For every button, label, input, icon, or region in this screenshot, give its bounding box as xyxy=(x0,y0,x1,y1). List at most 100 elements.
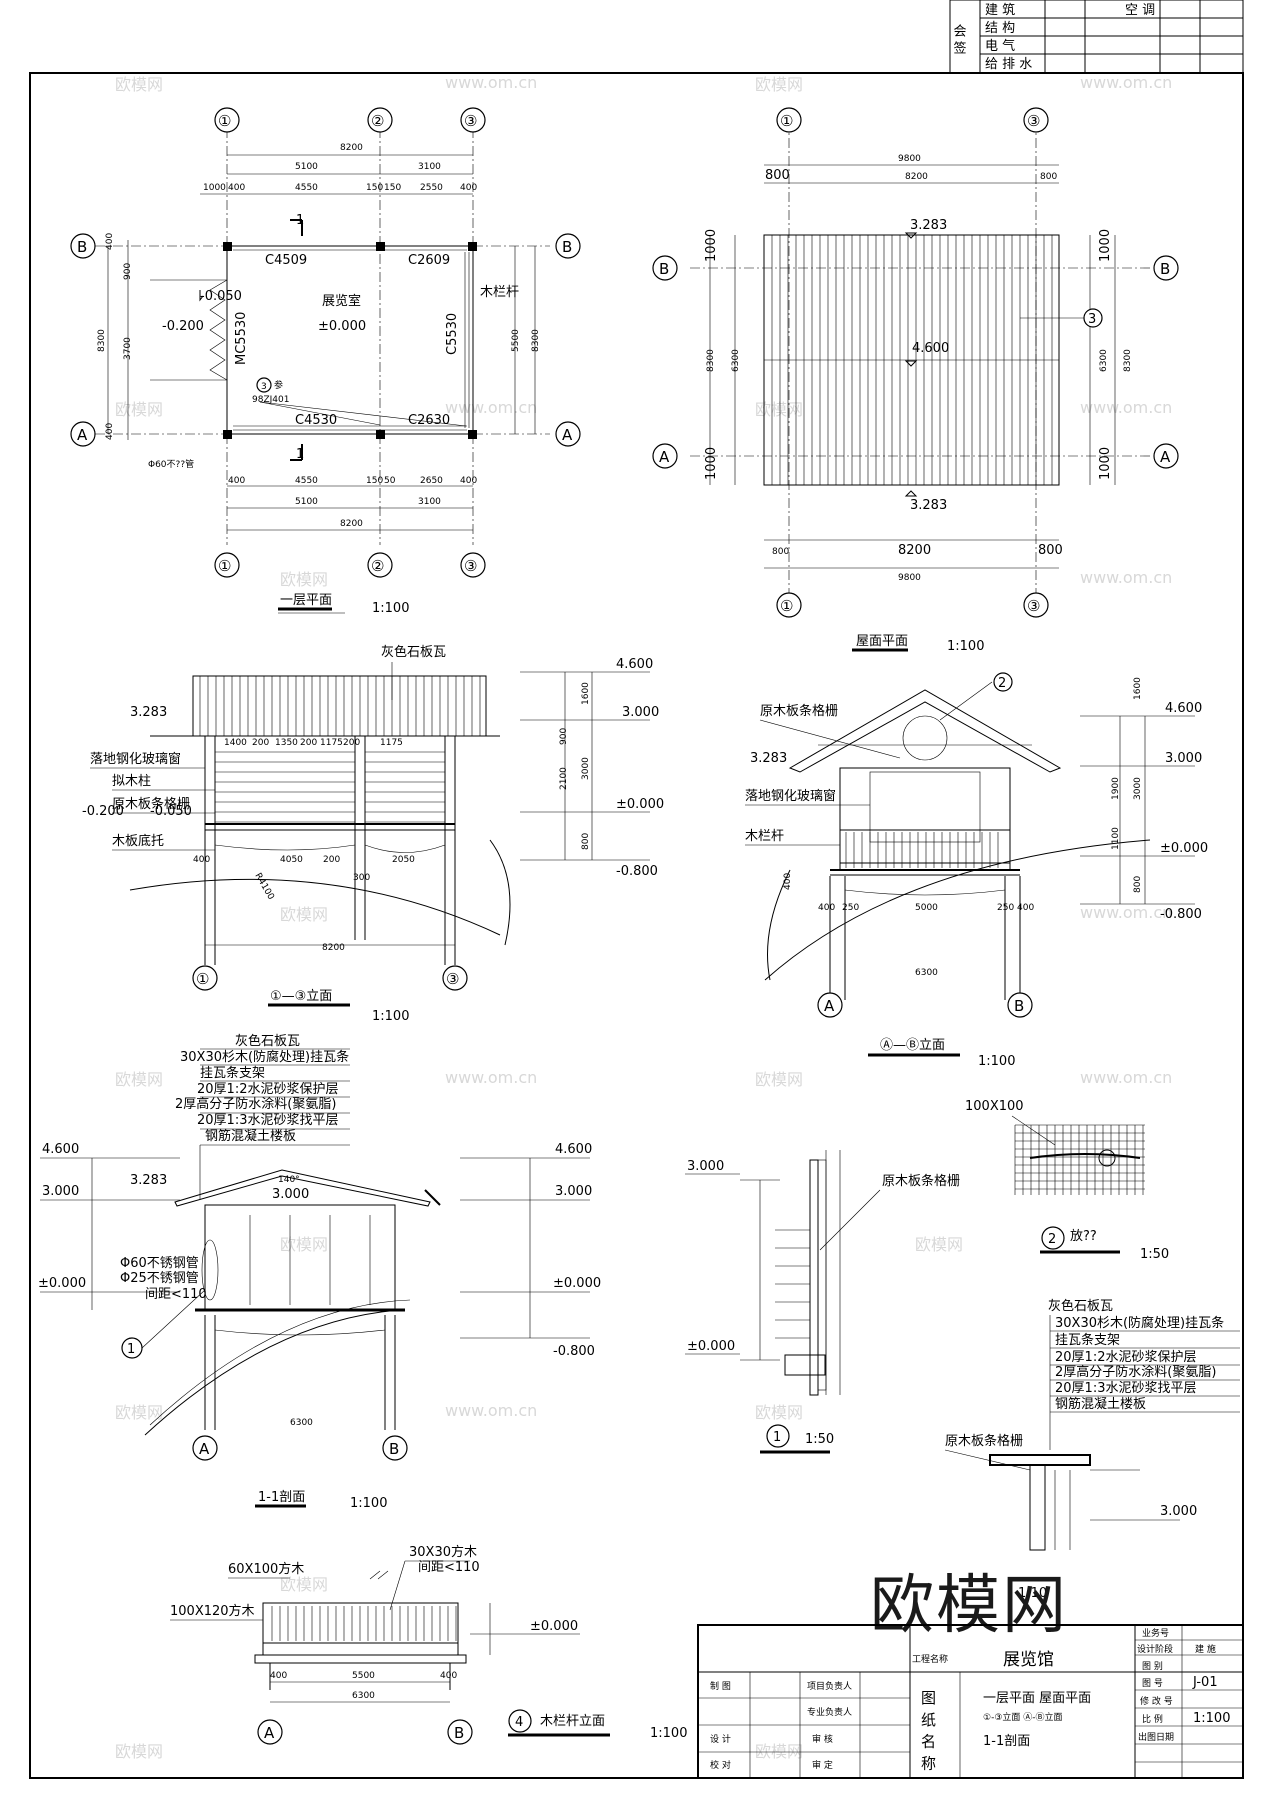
svg-text:R4100: R4100 xyxy=(252,872,275,902)
watermark-url: www.om.cn xyxy=(445,398,537,417)
step-level: -0.050 xyxy=(200,289,242,304)
svg-text:挂瓦条支架: 挂瓦条支架 xyxy=(200,1065,265,1081)
drawing-scale: 1:100 xyxy=(650,1726,687,1741)
svg-text:5500: 5500 xyxy=(352,1671,375,1681)
watermark-url: www.om.cn xyxy=(445,73,537,92)
svg-text:1175: 1175 xyxy=(380,738,403,748)
svg-text:图 号: 图 号 xyxy=(1142,1678,1163,1689)
roof-level: 4.600 xyxy=(912,341,949,356)
svg-text:B: B xyxy=(389,1440,399,1458)
dim: 150 xyxy=(366,476,383,486)
label: 原木板条格栅 xyxy=(882,1173,960,1189)
svg-text:6300: 6300 xyxy=(1099,349,1109,372)
level: 4.600 xyxy=(555,1142,592,1157)
svg-text:2050: 2050 xyxy=(392,855,415,865)
svg-text:1100: 1100 xyxy=(1111,827,1121,850)
dim: 150 xyxy=(366,183,383,193)
level: 4.600 xyxy=(1165,701,1202,716)
label: 60X100方木 xyxy=(228,1561,304,1577)
dim: 400 xyxy=(105,423,115,440)
drawing-scale: 1:10 xyxy=(1018,1586,1047,1601)
pipe-label: 间距<110 xyxy=(145,1287,207,1302)
svg-text:A: A xyxy=(199,1440,210,1458)
dim: 50 xyxy=(384,476,396,486)
watermark: 欧模网 xyxy=(755,1403,803,1422)
axis-label: ② xyxy=(371,557,384,575)
svg-text:审 定: 审 定 xyxy=(812,1759,833,1771)
section-1-1: 灰色石板瓦 30X30杉木(防腐处理)挂瓦条 挂瓦条支架 20厚1:2水泥砂浆保… xyxy=(38,1033,601,1511)
roof-level: 3.283 xyxy=(910,218,947,233)
dim: 2650 xyxy=(420,476,443,486)
svg-text:20厚1:3水泥砂浆找平层: 20厚1:3水泥砂浆找平层 xyxy=(197,1113,338,1128)
svg-text:①: ① xyxy=(196,970,209,988)
watermark: 欧模网 xyxy=(280,1235,328,1254)
level: ±0.000 xyxy=(687,1339,735,1354)
sheet-border xyxy=(29,72,1244,1779)
svg-text:6300: 6300 xyxy=(731,349,741,372)
pipe-label: Φ25不锈钢管 xyxy=(120,1271,199,1286)
watermark-url: www.om.cn xyxy=(1080,903,1172,922)
axis-label: ① xyxy=(218,112,231,130)
drawing-title: 1-1剖面 xyxy=(258,1490,305,1505)
label: 原木板条格栅 xyxy=(112,796,190,812)
svg-text:2厚高分子防水涂料(聚氨脂): 2厚高分子防水涂料(聚氨脂) xyxy=(175,1096,336,1112)
floor-plan: ① ② ③ ① ② ③ B A B A 8200 5100 3100 1000 … xyxy=(70,107,581,616)
svg-text:一层平面 屋面平面: 一层平面 屋面平面 xyxy=(983,1691,1091,1706)
svg-text:2: 2 xyxy=(998,676,1006,691)
detail-title: 放?? xyxy=(1070,1229,1097,1244)
dim: 400 xyxy=(460,476,477,486)
svg-text:5000: 5000 xyxy=(915,903,938,913)
axis-label: ③ xyxy=(464,557,477,575)
level: -0.800 xyxy=(616,864,658,879)
axis-label: A xyxy=(562,426,573,444)
out-level: -0.200 xyxy=(162,319,204,334)
drawing-scale: 1:100 xyxy=(372,601,409,616)
svg-text:8300: 8300 xyxy=(706,349,716,372)
level: -0.800 xyxy=(553,1344,595,1359)
label: 间距<110 xyxy=(418,1560,480,1575)
detail-1: 3.000 ±0.000 原木板条格栅 1 1:50 xyxy=(685,1150,960,1454)
svg-text:20厚1:2水泥砂浆保护层: 20厚1:2水泥砂浆保护层 xyxy=(197,1082,338,1097)
watermark: 欧模网 xyxy=(115,1742,163,1761)
level: 3.000 xyxy=(622,705,659,720)
svg-text:1000: 1000 xyxy=(704,229,719,262)
project-name: 展览馆 xyxy=(1003,1650,1054,1670)
watermark-url: www.om.cn xyxy=(445,1068,537,1087)
svg-text:8200: 8200 xyxy=(898,543,931,558)
drawing-name-label: 图 纸 名 称 xyxy=(919,1690,937,1772)
svg-text:B: B xyxy=(659,260,669,278)
svg-text:③: ③ xyxy=(446,970,459,988)
svg-text:比 例: 比 例 xyxy=(1142,1713,1163,1725)
level: ±0.000 xyxy=(38,1276,86,1291)
dim: 400 xyxy=(228,183,245,193)
label: 原木板条格栅 xyxy=(945,1433,1023,1449)
railing-label: 木栏杆 xyxy=(480,285,519,300)
svg-text:1900: 1900 xyxy=(1111,777,1121,800)
level: 4.600 xyxy=(42,1142,79,1157)
watermark: 欧模网 xyxy=(115,400,163,419)
watermark-url: www.om.cn xyxy=(1080,398,1172,417)
dim: 3100 xyxy=(418,162,441,172)
watermark-url: www.om.cn xyxy=(1080,568,1172,587)
dim: 8300 xyxy=(531,329,541,352)
drawing-title: ①—③立面 xyxy=(270,989,332,1004)
watermarks: 欧模网 www.om.cn 欧模网 www.om.cn 欧模网 www.om.c… xyxy=(115,73,1172,1761)
svg-text:1600: 1600 xyxy=(581,682,591,705)
svg-text:3: 3 xyxy=(1088,312,1096,327)
svg-text:设计阶段: 设计阶段 xyxy=(1137,1643,1173,1655)
elevation-a-b: 2 A B 原木板条格栅 落地钢化玻璃窗 木栏杆 4.600 3.000 3.2… xyxy=(745,672,1208,1069)
svg-text:1400: 1400 xyxy=(224,738,247,748)
axis-label: B xyxy=(77,238,87,256)
dim: 400 xyxy=(460,183,477,193)
label: 落地钢化玻璃窗 xyxy=(745,788,836,804)
label: 木栏杆 xyxy=(745,829,784,844)
label: 落地钢化玻璃窗 xyxy=(90,751,181,767)
dim: 3100 xyxy=(418,497,441,507)
signoff-row: 给 排 水 xyxy=(985,57,1032,72)
dim: 400 xyxy=(228,476,245,486)
drawing-title: Ⓐ—Ⓑ立面 xyxy=(880,1038,945,1053)
svg-text:3000: 3000 xyxy=(581,757,591,780)
svg-text:800: 800 xyxy=(1133,876,1143,893)
svg-text:建 施: 建 施 xyxy=(1195,1643,1216,1655)
